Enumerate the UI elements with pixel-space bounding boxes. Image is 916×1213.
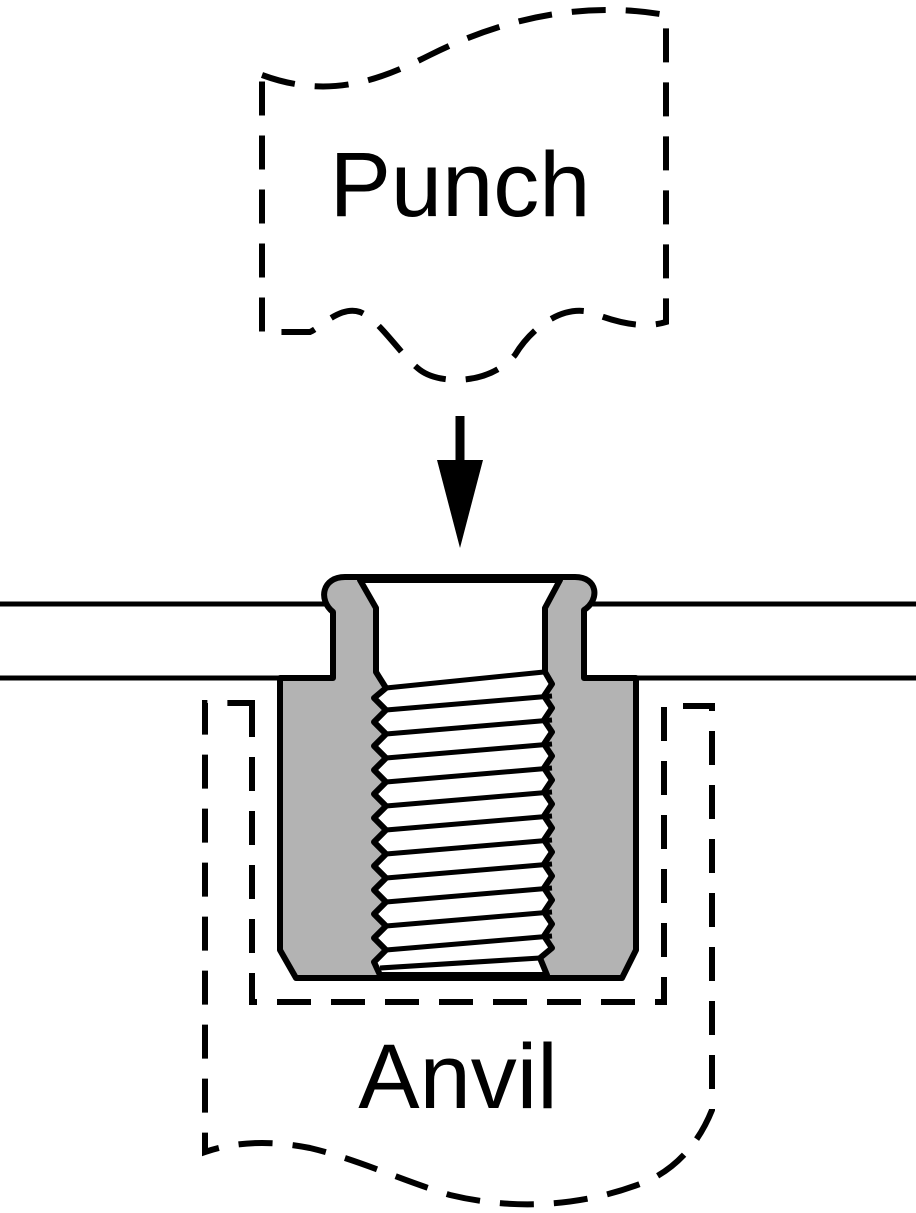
insert-threads — [379, 669, 553, 971]
thread-line — [385, 669, 545, 691]
anvil-outline — [202, 700, 715, 1208]
thread-line — [385, 693, 553, 713]
thread-line — [385, 837, 553, 857]
thread-line — [385, 885, 553, 905]
thread-line — [385, 909, 553, 929]
thread-line — [385, 861, 553, 881]
punch-outline — [259, 7, 669, 383]
anvil-label: Anvil — [358, 1026, 557, 1128]
punch-label: Punch — [330, 134, 591, 236]
thread-line — [385, 765, 553, 785]
down-arrow-icon — [437, 416, 483, 548]
thread-line — [385, 717, 553, 737]
thread-line — [385, 789, 553, 809]
thread-line — [379, 955, 541, 971]
thread-line — [385, 741, 553, 761]
thread-line — [385, 933, 553, 953]
thread-line — [385, 813, 553, 833]
